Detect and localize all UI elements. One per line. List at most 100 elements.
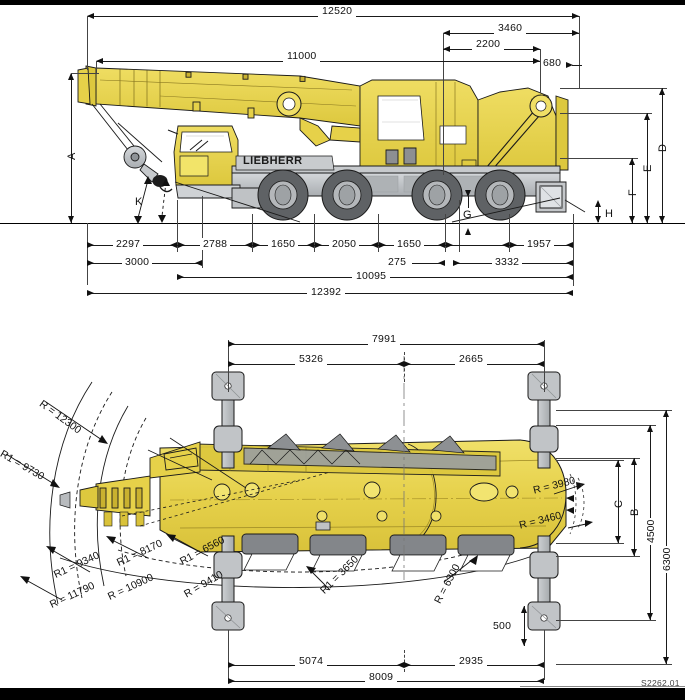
arrow-up-H: [594, 200, 601, 207]
ext-pb-left: [228, 630, 229, 680]
dim-3460: 3460: [494, 22, 527, 34]
ext-pb-centre: [404, 650, 405, 672]
ext-A-top: [71, 73, 99, 74]
arrow-left-12520: [87, 12, 94, 19]
a-500-u: [520, 606, 527, 613]
plan-view-drawing: [0, 330, 685, 688]
a-2665-l: [404, 360, 411, 367]
ext-b6: [445, 214, 446, 252]
dim-line-500: [524, 606, 525, 646]
letter-A: A: [66, 152, 78, 160]
a-275-r: [438, 259, 445, 266]
radius-R-3460: R = 3460: [518, 509, 563, 532]
letter-C: C: [613, 500, 625, 508]
arrow-up-G: [464, 228, 471, 235]
refid-underline: [520, 686, 685, 687]
dim-1957: 1957: [524, 238, 555, 250]
ext-2200-right: [540, 49, 541, 93]
dim-line-6300: [666, 410, 667, 664]
ext-b5: [378, 214, 379, 252]
a-2297-l: [87, 241, 94, 248]
arrow-up-D: [658, 88, 665, 95]
a-5074-r: [397, 661, 404, 668]
a-3000-r: [195, 259, 202, 266]
a-12392-r: [566, 289, 573, 296]
ext-4500-top: [556, 425, 656, 426]
a-10095-l: [177, 273, 184, 280]
ext-11000-left: [96, 61, 97, 73]
ext-C-top: [556, 460, 624, 461]
dim-4500: 4500: [645, 517, 657, 545]
dim-10095: 10095: [352, 270, 391, 282]
top-black-bar: [0, 0, 685, 5]
radius-R-10900: R = 10900: [106, 571, 156, 603]
leader-G: [468, 196, 469, 208]
dim-2935: 2935: [455, 655, 488, 667]
radius-R-11790: R = 11790: [48, 579, 97, 611]
dim-5326: 5326: [295, 353, 328, 365]
arrow-down-G-top: [464, 190, 471, 197]
ext-B-bot: [556, 556, 640, 557]
arrow-left-3460: [443, 29, 450, 36]
dim-2050: 2050: [329, 238, 360, 250]
dim-line-A: [71, 73, 72, 223]
ext-b8: [573, 214, 574, 286]
leader-K: [120, 172, 180, 227]
letter-K: K: [135, 196, 143, 208]
dim-1650-b: 1650: [394, 238, 425, 250]
a-4500-u: [646, 425, 653, 432]
arrow-right-11000: [533, 57, 540, 64]
dim-line-680: [572, 65, 582, 66]
radius-R1-9340: R1 = 9340: [52, 549, 102, 581]
a-12392-l: [87, 289, 94, 296]
a-2935-l: [404, 661, 411, 668]
a-2050-r: [371, 241, 378, 248]
radius-R-6300: R = 6300: [432, 562, 463, 606]
ext-C-bot: [556, 543, 624, 544]
ext-12520-right: [579, 16, 580, 88]
a-3000-l: [87, 259, 94, 266]
a-1957-r: [566, 241, 573, 248]
ext-12520-left: [87, 16, 88, 70]
arrow-down-D: [658, 216, 665, 223]
arrow-up-F: [628, 158, 635, 165]
dim-3332: 3332: [492, 256, 523, 268]
arrow-left-11000: [96, 57, 103, 64]
dim-2297: 2297: [113, 238, 144, 250]
a-8009-r: [537, 677, 544, 684]
ext-pb-right: [544, 630, 545, 680]
arrow-up-E: [643, 113, 650, 120]
a-500-d: [520, 639, 527, 646]
dim-2200: 2200: [472, 38, 505, 50]
ext-b4: [314, 214, 315, 252]
a-2935-r: [537, 661, 544, 668]
dim-7991: 7991: [368, 333, 401, 345]
dim-275: 275: [388, 256, 407, 268]
radius-R-12300: R = 12300: [36, 398, 84, 437]
a-2050-l: [315, 241, 322, 248]
ext-E-top: [560, 113, 652, 114]
ext-b7: [509, 214, 510, 252]
arrow-down-H: [594, 216, 601, 223]
arrow-down-E: [643, 216, 650, 223]
letter-H: H: [605, 208, 613, 220]
a-5074-l: [228, 661, 235, 668]
arrow-680-left: [566, 61, 573, 68]
ext-3460-left: [443, 33, 444, 175]
radius-R1-8170: R1 = 8170: [115, 537, 165, 569]
dim-12520: 12520: [318, 5, 357, 17]
letter-D: D: [657, 144, 669, 152]
a-2297-r: [170, 241, 177, 248]
radius-R-3980: R = 3980: [532, 474, 577, 497]
a-1650a-l: [253, 241, 260, 248]
ext-b3: [252, 214, 253, 252]
dim-2665: 2665: [455, 353, 488, 365]
a-6300-u: [662, 410, 669, 417]
ext-p-centre: [404, 352, 405, 382]
liebherr-logo: LIEBHERR: [243, 155, 303, 167]
a-3332-r: [566, 259, 573, 266]
leader-H: [598, 202, 599, 222]
a-2788-r: [245, 241, 252, 248]
dim-line-F: [632, 158, 633, 223]
a-2788-l: [178, 241, 185, 248]
